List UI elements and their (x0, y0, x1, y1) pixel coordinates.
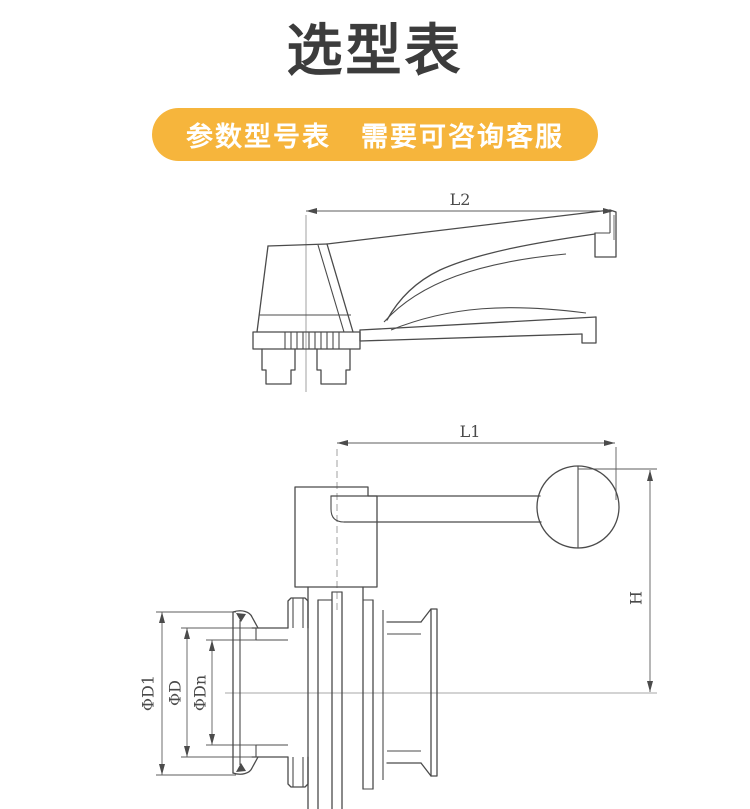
badge-text-right: 需要可咨询客服 (361, 122, 564, 152)
valve-bracket (294, 486, 378, 588)
valve-body (307, 586, 384, 809)
right-clamp-ferrule (386, 608, 438, 777)
dim-label-h: H (627, 591, 646, 605)
handle-side-view-drawing: L2 (252, 190, 617, 392)
left-clamp-ferrule (232, 610, 289, 775)
badge-text-left: 参数型号表 (186, 122, 331, 152)
info-badge: 参数型号表 需要可咨询客服 (152, 108, 598, 161)
knob-serrations (284, 332, 340, 349)
dim-label-dn: ΦDn (191, 675, 210, 711)
dim-label-l1: L1 (460, 422, 481, 441)
dim-label-l2: L2 (450, 190, 471, 209)
handle-rod-and-ball (330, 465, 620, 549)
page-title: 选型表 (286, 19, 464, 82)
valve-assembly-drawing: L1 H ΦD1 ΦD (139, 422, 657, 809)
dim-label-d: ΦD (166, 680, 185, 706)
union-nut (287, 597, 309, 788)
dim-label-d1: ΦD1 (139, 675, 158, 711)
diameter-dimensions: ΦD1 ΦD ΦDn (139, 611, 256, 776)
